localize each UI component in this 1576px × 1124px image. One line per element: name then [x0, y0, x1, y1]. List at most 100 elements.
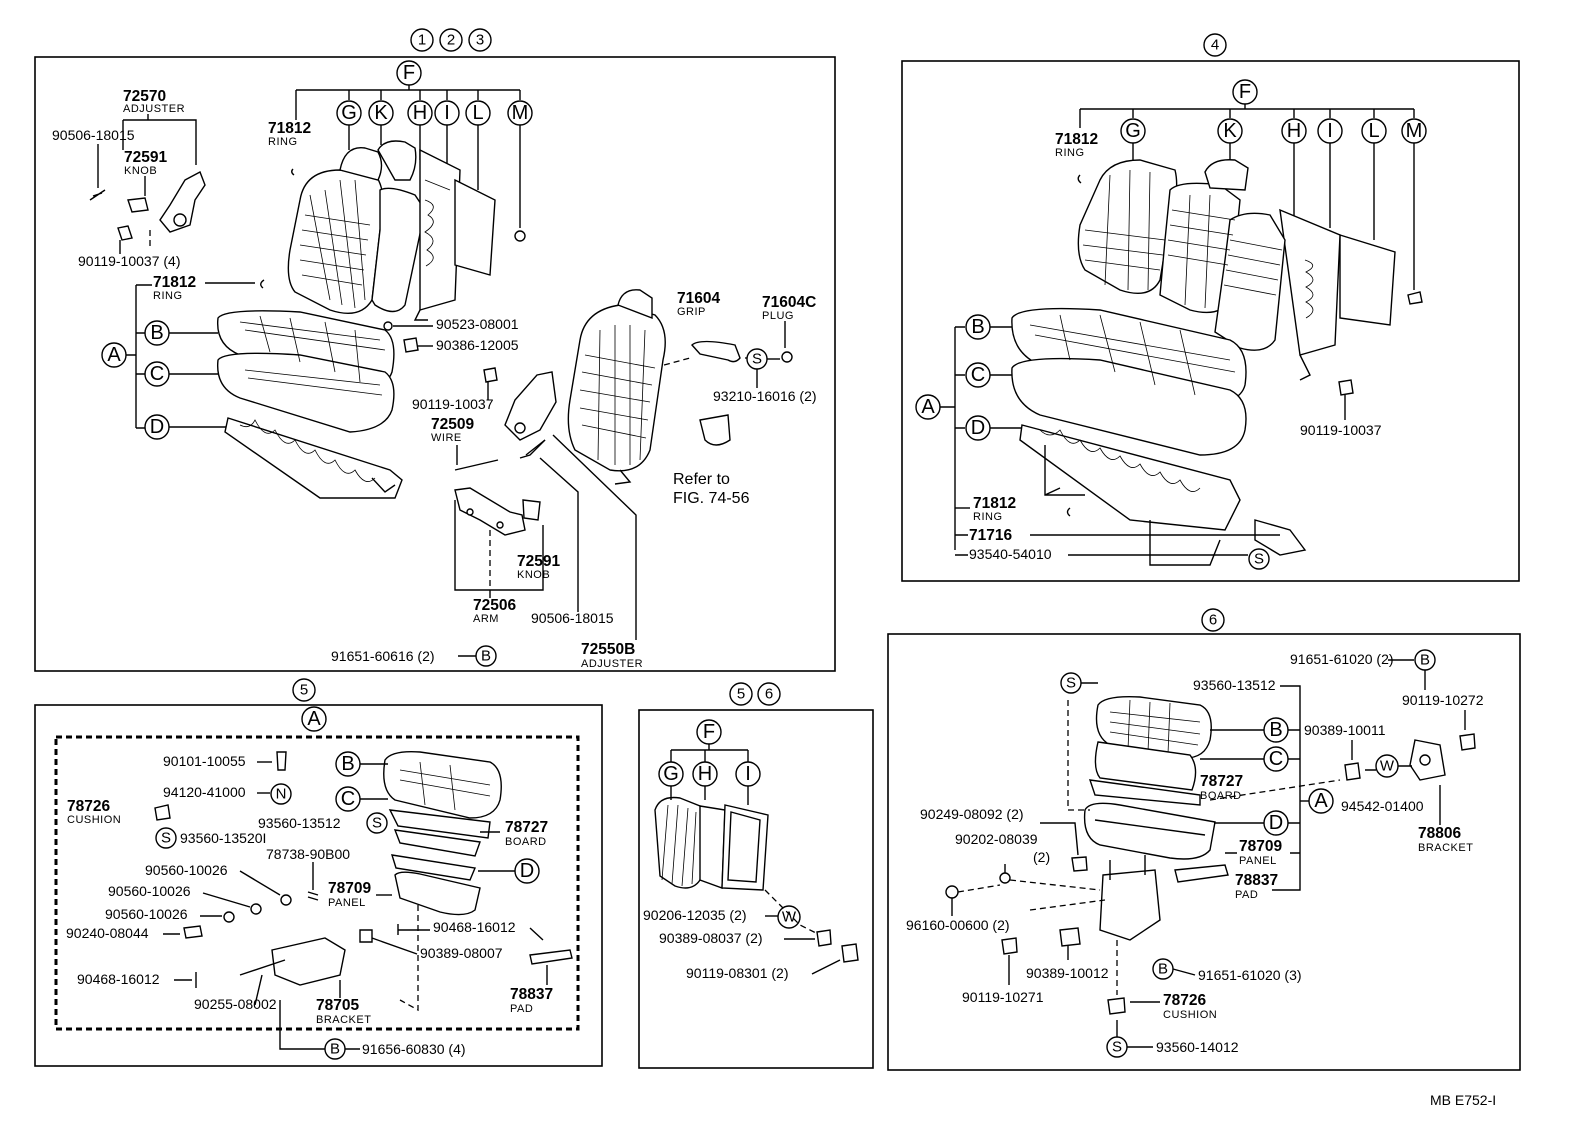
- svg-text:C: C: [971, 364, 985, 386]
- panel-123: F G K H I L M 72570 ADJUSTER 90506-18015…: [52, 60, 817, 670]
- panel-6-header: 6: [1201, 608, 1225, 632]
- callout-B-60616: B: [475, 645, 497, 667]
- callout-B-6b: B: [1263, 717, 1289, 743]
- seat-cushion-drawing: [216, 310, 403, 499]
- callout-C: C: [144, 361, 170, 387]
- svg-text:ADJUSTER: ADJUSTER: [123, 103, 185, 115]
- svg-text:B: B: [330, 1041, 340, 1058]
- svg-text:PLUG: PLUG: [762, 310, 794, 322]
- callout-D: D: [144, 414, 170, 440]
- svg-text:B: B: [150, 322, 163, 344]
- label-78837-5: 78837: [510, 986, 553, 1003]
- label-78705: 78705: [316, 997, 359, 1014]
- callout-L-4: L: [1361, 118, 1387, 144]
- label-fig-74-56: FIG. 74-56: [673, 490, 750, 507]
- svg-text:G: G: [663, 763, 679, 785]
- svg-text:RING: RING: [153, 290, 183, 302]
- svg-text:KNOB: KNOB: [124, 165, 157, 177]
- callout-I: I: [434, 100, 460, 126]
- panel-4: F G K H I L M 71812 RING A B C D 9: [915, 79, 1427, 570]
- label-90389-10012: 90389-10012: [1026, 965, 1109, 981]
- callout-K-4: K: [1217, 118, 1243, 144]
- svg-text:RING: RING: [1055, 147, 1085, 159]
- svg-text:PANEL: PANEL: [1239, 855, 1277, 867]
- svg-text:GRIP: GRIP: [677, 306, 706, 318]
- label-90468-16012-a: 90468-16012: [433, 919, 516, 935]
- label-90560-10026-b: 90560-10026: [108, 883, 191, 899]
- svg-text:W: W: [782, 909, 797, 926]
- svg-text:BOARD: BOARD: [1200, 790, 1242, 802]
- svg-text:5: 5: [737, 686, 745, 703]
- svg-text:B: B: [1420, 652, 1430, 669]
- svg-text:B: B: [1158, 961, 1168, 978]
- label-refer-to: Refer to: [673, 471, 730, 488]
- svg-text:D: D: [150, 416, 164, 438]
- svg-text:4: 4: [1211, 37, 1219, 54]
- callout-A: A: [101, 342, 127, 368]
- callout-C-4: C: [965, 362, 991, 388]
- svg-text:ADJUSTER: ADJUSTER: [581, 658, 643, 670]
- callout-D-5: D: [514, 858, 540, 884]
- callout-D-4: D: [965, 415, 991, 441]
- armrest-back-drawing: [654, 796, 769, 891]
- callout-G-56: G: [658, 761, 684, 787]
- svg-text:A: A: [107, 344, 121, 366]
- label-90119-10037-4: 90119-10037 (4): [78, 253, 180, 269]
- label-90506-18015-a: 90506-18015: [52, 127, 135, 143]
- svg-text:S: S: [372, 815, 382, 832]
- svg-text:BRACKET: BRACKET: [316, 1014, 371, 1026]
- label-90119-10037-b: 90119-10037: [412, 396, 494, 412]
- callout-F-4: F: [1232, 79, 1258, 105]
- label-78738-90B00: 78738-90B00: [266, 846, 350, 862]
- label-93560-13512-6: 93560-13512: [1193, 677, 1276, 693]
- svg-text:K: K: [374, 102, 388, 124]
- adjuster-72570-drawing: [89, 171, 206, 241]
- seatback-drawing: [287, 140, 526, 321]
- label-71812-4a: 71812: [1055, 131, 1098, 148]
- label-91651-60616: 91651-60616 (2): [331, 648, 435, 664]
- svg-text:B: B: [341, 753, 354, 775]
- svg-text:S: S: [752, 351, 762, 368]
- label-90506-18015-b: 90506-18015: [531, 610, 614, 626]
- label-90389-10011: 90389-10011: [1304, 722, 1386, 738]
- panel-6-frame: [887, 633, 1521, 1071]
- svg-text:S: S: [1254, 551, 1264, 568]
- label-90206-12035: 90206-12035 (2): [643, 907, 747, 923]
- panel-123-frame: [34, 56, 836, 672]
- label-90119-10037-4b: 90119-10037: [1300, 422, 1382, 438]
- svg-text:I: I: [745, 763, 751, 785]
- svg-text:L: L: [1368, 120, 1379, 142]
- callout-F-56: F: [696, 719, 722, 745]
- callout-H-56: H: [692, 761, 718, 787]
- panel-56-header: 5 6: [729, 682, 781, 706]
- label-71604C: 71604C: [762, 294, 816, 311]
- label-72506: 72506: [473, 597, 516, 614]
- svg-text:M: M: [1406, 120, 1423, 142]
- callout-G: G: [336, 100, 362, 126]
- callout-B-6a: B: [1414, 649, 1436, 671]
- callout-C-5: C: [335, 786, 361, 812]
- callout-I-56: I: [735, 761, 761, 787]
- label-72591-b: 72591: [517, 553, 560, 570]
- svg-text:C: C: [1269, 748, 1283, 770]
- callout-S-6a: S: [1060, 672, 1082, 694]
- label-90386-12005: 90386-12005: [436, 337, 519, 353]
- label-71604: 71604: [677, 290, 720, 307]
- label-91656-60830: 91656-60830 (4): [362, 1041, 466, 1057]
- label-90255-08002: 90255-08002: [194, 996, 277, 1012]
- callout-N-5: N: [270, 783, 292, 805]
- svg-text:F: F: [1239, 81, 1251, 103]
- svg-text:ARM: ARM: [473, 613, 499, 625]
- svg-text:F: F: [703, 721, 715, 743]
- panel-5: A 90101-10055 94120-41000 N B C 78726 CU…: [54, 706, 580, 1060]
- callout-A-6: A: [1308, 788, 1334, 814]
- svg-text:I: I: [1327, 120, 1333, 142]
- label-78709-5: 78709: [328, 880, 371, 897]
- arm-drawing: [454, 487, 541, 536]
- label-93210-16016: 93210-16016 (2): [713, 388, 817, 404]
- svg-text:6: 6: [1209, 612, 1217, 629]
- svg-text:A: A: [921, 396, 935, 418]
- label-72570: 72570: [123, 88, 166, 105]
- label-71812-b: 71812: [153, 274, 196, 291]
